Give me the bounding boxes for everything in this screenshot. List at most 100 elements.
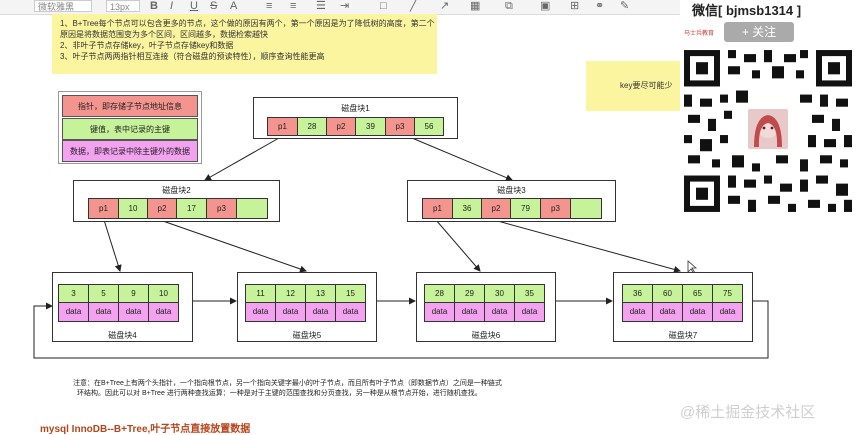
leaf-key: 5 [88, 284, 119, 303]
grid-icon[interactable]: ⊞ [570, 0, 580, 12]
disk-1-cell: p2 [326, 117, 356, 136]
note-line: 原因是将数据范围变为多个区间，区间越多，数据检索越快 [60, 30, 268, 39]
leaf-data: data [424, 302, 455, 322]
disk-3-cell: p1 [422, 198, 453, 219]
notes-box: 1、B+Tree每个节点可以包含更多的节点，这个做的原因有两个，第一个原因是为了… [52, 14, 437, 74]
leaf-data: data [652, 302, 683, 322]
leaf-key: 11 [245, 284, 276, 303]
disk-1-cell: 39 [355, 117, 386, 136]
align-left-icon[interactable]: ≡ [266, 0, 273, 12]
arrow-root-to-d3 [411, 137, 513, 181]
disk-label: 磁盘块2 [162, 186, 191, 195]
bottom-note-line: 环结构。因此可以对 B+Tree 进行两种查找运算：一种是对于主键的范围查找和分… [77, 390, 482, 397]
footer-title: mysql InnoDB--B+Tree,叶子节点直接放置数据 [40, 424, 251, 435]
leaf-data: data [682, 302, 713, 322]
legend-key: 键值，表中记录的主键 [62, 118, 198, 140]
legend-pointer: 指针，即存储子节点地址信息 [62, 95, 198, 117]
leaf-key: 75 [712, 284, 743, 303]
leaf-data: data [245, 302, 276, 322]
bottom-note: 注意：在B+Tree上有两个头指针，一个指向根节点，另一个指向关键字最小的叶子节… [73, 379, 502, 399]
legend-data: 数据，即表记录中除主键外的数据 [62, 140, 198, 162]
font-size-select[interactable]: 13px [106, 0, 140, 12]
leaf-data: data [712, 302, 743, 322]
avatar-icon [754, 115, 782, 147]
disk-2-cell: p1 [88, 198, 119, 219]
disk-label: 磁盘块6 [471, 331, 501, 340]
font-family-select[interactable]: 微软雅黑 [34, 0, 92, 12]
link-icon[interactable]: ⚭ [595, 0, 605, 12]
disk-2-cell: p3 [206, 198, 237, 219]
leaf-key: 30 [484, 284, 515, 303]
leaf-key: 9 [118, 284, 149, 303]
disk-label: 磁盘块4 [108, 331, 137, 340]
bold-button[interactable]: B [150, 0, 158, 12]
disk-3-cell [570, 198, 602, 219]
magic-icon[interactable]: ✎ [620, 0, 630, 12]
disk-1-cell: p1 [267, 117, 298, 136]
arrow-root-to-d2 [204, 137, 280, 181]
arrow-d3-to-d7 [493, 219, 681, 273]
leaf-data: data [622, 302, 653, 322]
line-icon[interactable]: ╱ [410, 0, 417, 12]
leaf-data: data [58, 302, 89, 322]
font-color-button[interactable]: A [230, 0, 238, 12]
disk-1-cell: p3 [385, 117, 415, 136]
italic-button[interactable]: I [170, 0, 174, 12]
watermark: @稀土掘金技术社区 [680, 404, 816, 421]
leaf-key: 35 [514, 284, 545, 303]
leaf-key: 3 [58, 284, 89, 303]
arrow-icon[interactable]: ↗ [440, 0, 450, 12]
arrow-d3-to-d6 [435, 219, 481, 272]
leaf-key: 28 [424, 284, 455, 303]
arrow-d2-to-d5 [159, 219, 307, 273]
format-toolbar: 微软雅黑 13px B I U S A ≡ ≡ ☰ ⇥ □ ╱ ↗ ▦ ⧉ ▣ … [0, 0, 680, 15]
avatar [746, 107, 790, 151]
disk-label: 磁盘块3 [497, 186, 526, 195]
leaf-data: data [454, 302, 485, 322]
note-line: 2、非叶子节点存储key，叶子节点存储key和数据 [60, 41, 234, 50]
strikethrough-button[interactable]: S [210, 0, 218, 12]
arrow-d2-to-d4 [103, 219, 122, 272]
leaf-data: data [484, 302, 515, 322]
underline-button[interactable]: U [190, 0, 198, 12]
leaf-key: 13 [305, 284, 336, 303]
connector-icon[interactable]: ⧉ [505, 0, 513, 12]
disk-label: 磁盘块5 [292, 331, 322, 340]
qr-title: 微信[ bjmsb1314 ] [692, 3, 802, 18]
leaf-data: data [335, 302, 366, 322]
table-icon[interactable]: ▦ [470, 0, 481, 12]
key-note: key要尽可能少 [586, 61, 686, 111]
disk-label: 磁盘块7 [668, 331, 698, 340]
leaf-data: data [118, 302, 149, 322]
indent-icon[interactable]: ⇥ [340, 0, 350, 12]
leaf-data: data [514, 302, 545, 322]
disk-3-cell: 79 [510, 198, 541, 219]
leaf-key: 36 [622, 284, 653, 303]
brand-logo-text: 马士兵教育 [684, 31, 715, 37]
disk-2-cell: 17 [176, 198, 207, 219]
align-center-icon[interactable]: ≡ [290, 0, 297, 12]
disk-2-cell: p2 [147, 198, 177, 219]
leaf-data: data [305, 302, 336, 322]
disk-3-cell: p3 [540, 198, 571, 219]
shape-icon[interactable]: □ [380, 0, 387, 12]
leaf-data: data [148, 302, 179, 322]
bottom-note-line: 注意：在B+Tree上有两个头指针，一个指向根节点，另一个指向关键字最小的叶子节… [73, 380, 502, 387]
disk-label: 磁盘块1 [341, 104, 370, 113]
leaf-data: data [275, 302, 306, 322]
leaf-key: 29 [454, 284, 485, 303]
disk-1-cell: 56 [414, 117, 444, 136]
disk-3-cell: p2 [481, 198, 511, 219]
leaf-key: 15 [335, 284, 366, 303]
note-line: 1、B+Tree每个节点可以包含更多的节点，这个做的原因有两个，第一个原因是为了… [60, 19, 435, 28]
leaf-key: 10 [148, 284, 179, 303]
disk-2-cell: 10 [118, 198, 148, 219]
arrow-d7-loop-to-d4 [33, 300, 769, 359]
follow-button[interactable]: + 关注 [724, 22, 794, 42]
leaf-key: 65 [682, 284, 713, 303]
disk-3-cell: 36 [452, 198, 482, 219]
disk-1-cell: 28 [297, 117, 327, 136]
list-icon[interactable]: ☰ [316, 0, 326, 12]
group-icon[interactable]: ▣ [540, 0, 551, 12]
note-line: 3、叶子节点两两指针相互连接（符合磁盘的预读特性），顺序查询性能更高 [60, 52, 325, 61]
